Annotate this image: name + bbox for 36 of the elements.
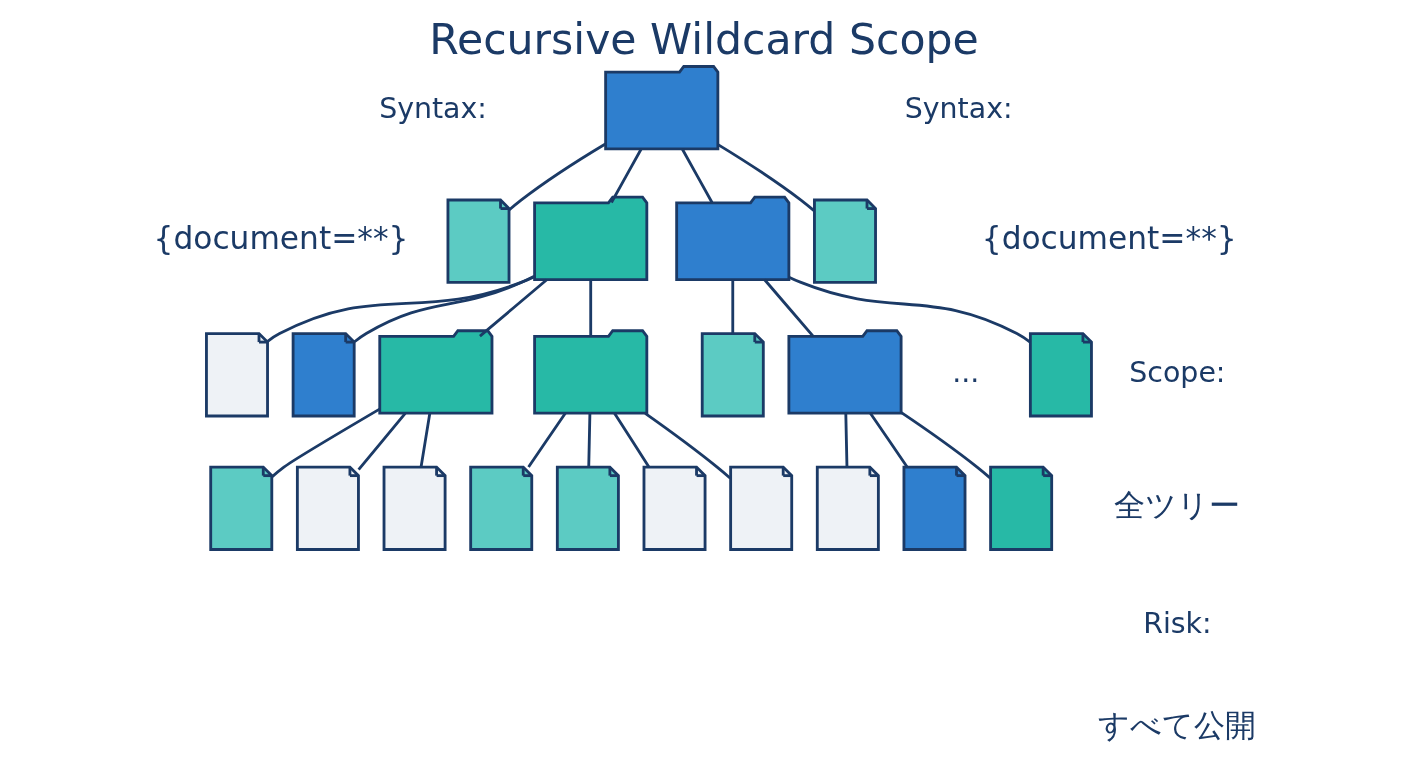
connector bbox=[681, 148, 714, 204]
node-folder bbox=[533, 329, 649, 415]
label: 全ツリー bbox=[1114, 487, 1241, 524]
connector bbox=[353, 274, 535, 343]
connector bbox=[717, 143, 816, 212]
connector bbox=[900, 411, 992, 480]
node-folder bbox=[378, 329, 494, 415]
label: Risk: bbox=[1143, 607, 1212, 641]
node-folder bbox=[604, 65, 720, 151]
connector bbox=[869, 412, 909, 468]
connector bbox=[788, 275, 1031, 344]
connector bbox=[844, 413, 849, 467]
label: ... bbox=[952, 355, 980, 389]
label: Scope: bbox=[1129, 355, 1226, 389]
label: {document=**} bbox=[981, 220, 1237, 257]
connector bbox=[479, 278, 548, 338]
node-folder bbox=[787, 329, 903, 415]
connector bbox=[357, 412, 407, 471]
label: Syntax: bbox=[379, 91, 487, 125]
label: {document=**} bbox=[153, 220, 409, 257]
connector bbox=[610, 148, 643, 204]
connector bbox=[613, 412, 651, 468]
connector bbox=[508, 142, 607, 212]
connector bbox=[587, 413, 592, 467]
connector bbox=[644, 412, 732, 480]
connector bbox=[589, 279, 593, 337]
node-folder bbox=[533, 195, 649, 281]
node-folder bbox=[675, 195, 791, 281]
diagram-title: Recursive Wildcard Scope bbox=[429, 13, 979, 64]
connector bbox=[419, 413, 432, 468]
label: Syntax: bbox=[904, 91, 1013, 125]
connector bbox=[731, 279, 735, 334]
label: すべて公開 bbox=[1098, 707, 1257, 744]
connector bbox=[527, 412, 567, 468]
connector bbox=[763, 278, 815, 338]
connector bbox=[266, 275, 536, 343]
